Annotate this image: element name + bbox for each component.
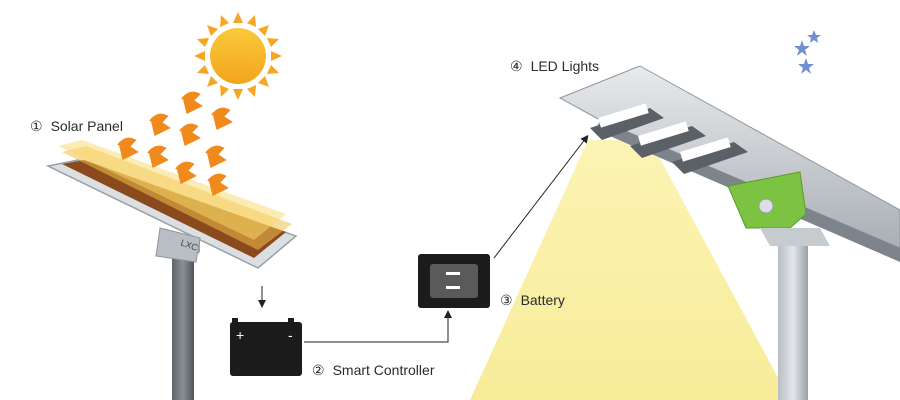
label-solar-panel: ① Solar Panel xyxy=(30,118,123,135)
connector-controller-to-led xyxy=(493,134,589,259)
motion-sensor xyxy=(758,198,774,214)
sunlight-arrow-icon xyxy=(117,137,139,161)
solar-light-pole xyxy=(172,250,194,400)
label-number: ④ xyxy=(510,58,523,74)
connector-battery-to-controller xyxy=(304,310,452,343)
sunlight-arrow-icon xyxy=(181,91,203,115)
label-smart-controller: ② Smart Controller xyxy=(312,362,434,379)
label-number: ③ xyxy=(500,292,513,308)
label-text: Smart Controller xyxy=(332,362,435,378)
sunlight-arrow-icon xyxy=(205,145,227,169)
led-module xyxy=(590,103,664,140)
svg-text:-: - xyxy=(288,327,293,343)
label-text: LED Lights xyxy=(530,58,600,74)
solar-panel-unit: LXC xyxy=(45,140,298,269)
battery-icon: + - xyxy=(230,318,302,376)
sunlight-arrow-icon xyxy=(175,161,197,185)
sunlight-arrow-icon xyxy=(149,113,171,137)
controller-icon xyxy=(418,254,490,308)
led-lamp-head xyxy=(558,65,900,262)
sunlight-arrow-icon xyxy=(211,107,233,131)
svg-text:+: + xyxy=(236,327,244,343)
sunlight-arrow-icon xyxy=(207,173,229,197)
label-led-lights: ④ LED Lights xyxy=(510,58,599,75)
led-module xyxy=(630,121,706,158)
label-text: Battery xyxy=(520,292,565,308)
sunlight-arrow-icon xyxy=(147,145,169,169)
moon-stars-icon xyxy=(772,30,821,90)
sun-icon xyxy=(194,12,282,100)
led-module xyxy=(672,137,748,174)
sunlight-arrows xyxy=(117,91,233,197)
label-number: ① xyxy=(30,118,43,134)
light-beam xyxy=(470,140,790,400)
led-lamp-pole xyxy=(778,228,808,400)
sunlight-arrow-icon xyxy=(179,123,201,147)
label-text: Solar Panel xyxy=(50,118,123,134)
label-battery: ③ Battery xyxy=(500,292,565,309)
label-number: ② xyxy=(312,362,325,378)
